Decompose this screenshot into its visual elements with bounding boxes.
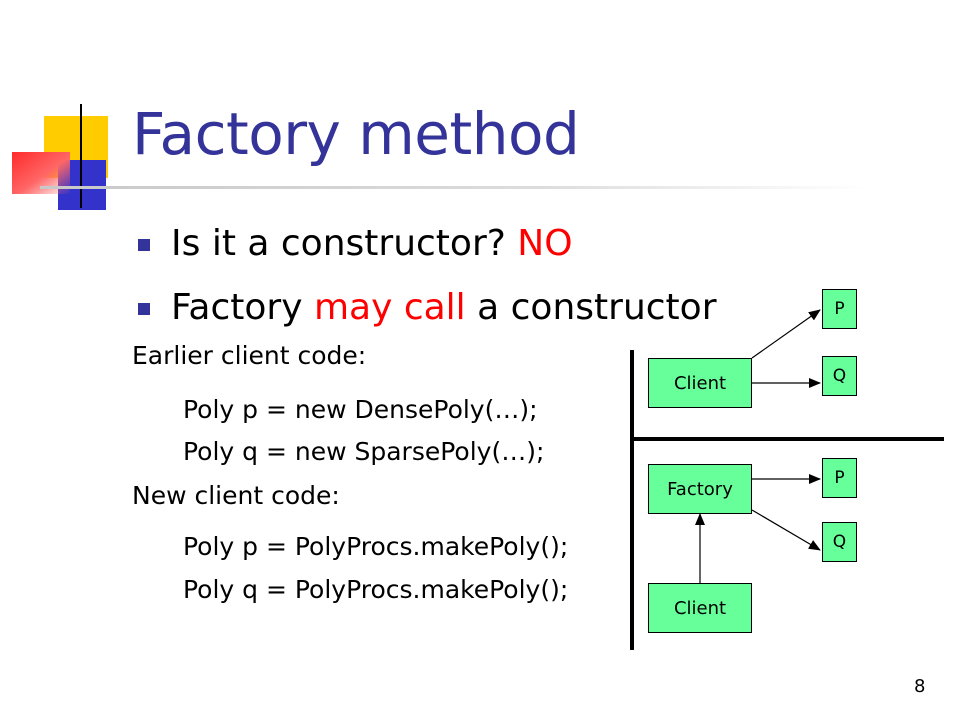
factory-box: Factory [648, 464, 752, 514]
p-box-top: P [822, 289, 857, 329]
q-box-top: Q [822, 356, 857, 396]
slide-title: Factory method [132, 100, 580, 168]
bullet-square-icon [138, 303, 150, 315]
title-underline [40, 186, 870, 189]
code-line: Poly p = new DensePoly(…); [183, 395, 538, 424]
section-label-new: New client code: [132, 481, 340, 510]
arrow-factory-to-q [751, 509, 821, 551]
bullet-text: Factory may call a constructor [171, 285, 717, 331]
code-line: Poly p = PolyProcs.makePoly(); [183, 532, 569, 561]
bullet-text-part: Factory [171, 287, 314, 328]
code-line: Poly q = new SparsePoly(…); [183, 437, 545, 466]
p-box-bottom: P [822, 458, 857, 498]
bullet-text: Is it a constructor? NO [171, 221, 573, 267]
bullet-square-icon [138, 239, 150, 251]
bullet-emphasis: NO [517, 223, 573, 264]
bullet-text-part: a constructor [465, 287, 717, 328]
page-number: 8 [914, 676, 926, 697]
arrow-client-to-p [751, 309, 821, 359]
bullet-text-part: Is it a constructor? [171, 223, 518, 264]
client-box-bottom: Client [648, 583, 752, 633]
section-label-earlier: Earlier client code: [132, 341, 367, 370]
q-box-bottom: Q [822, 522, 857, 562]
client-box-top: Client [648, 358, 752, 408]
deco-vertical-line [80, 104, 82, 208]
code-line: Poly q = PolyProcs.makePoly(); [183, 575, 569, 604]
bullet-emphasis: may call [313, 287, 466, 328]
